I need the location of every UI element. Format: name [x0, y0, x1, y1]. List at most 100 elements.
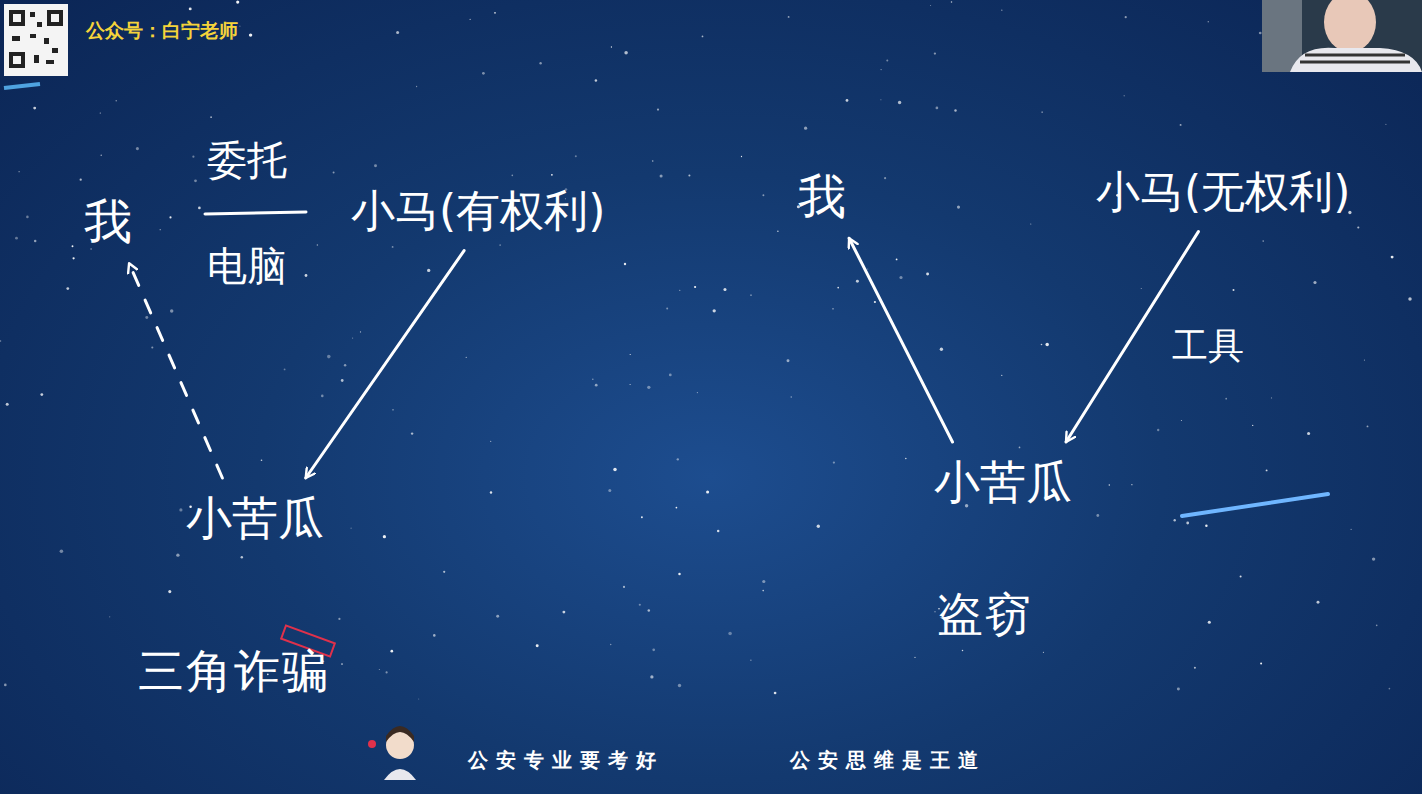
star: [338, 618, 340, 620]
star: [1131, 484, 1132, 485]
star: [641, 516, 643, 518]
star: [168, 590, 171, 593]
star: [1157, 429, 1159, 431]
star: [101, 155, 102, 156]
star: [1389, 688, 1391, 690]
star: [1109, 484, 1111, 486]
star: [249, 33, 252, 36]
star: [954, 109, 956, 111]
star: [688, 174, 690, 176]
star: [466, 357, 467, 358]
pen-stroke: [1182, 494, 1328, 516]
corner-stroke: [4, 84, 40, 88]
star: [611, 46, 612, 47]
star: [930, 5, 931, 6]
star: [837, 287, 839, 289]
star: [741, 156, 742, 157]
star: [762, 194, 764, 196]
star: [72, 245, 74, 247]
star: [352, 338, 353, 339]
star: [880, 69, 881, 70]
star: [482, 72, 485, 75]
star: [511, 175, 513, 177]
star: [886, 59, 888, 61]
star: [630, 384, 631, 385]
webcam-stripes: [1300, 55, 1410, 62]
star: [490, 491, 492, 493]
star: [494, 12, 496, 14]
star: [1001, 10, 1002, 11]
star: [536, 644, 539, 647]
star: [198, 207, 201, 210]
star: [72, 257, 74, 259]
star: [1252, 425, 1253, 426]
star: [702, 36, 704, 38]
star: [624, 263, 626, 265]
star: [396, 31, 399, 34]
star: [1357, 226, 1359, 228]
star: [1208, 21, 1209, 22]
star: [321, 395, 324, 398]
star: [936, 107, 939, 110]
star: [1260, 663, 1262, 665]
star: [443, 571, 445, 573]
node-text: 小苦瓜: [186, 492, 324, 545]
star: [623, 586, 625, 588]
relation-label: 委托: [207, 133, 287, 188]
star: [1041, 344, 1043, 346]
star: [1307, 432, 1310, 435]
star: [392, 246, 394, 248]
node-text: 小马(无权利): [1096, 167, 1350, 218]
star: [706, 490, 709, 493]
star: [639, 604, 641, 606]
crime-name: 盗窃: [937, 584, 1033, 646]
star: [116, 100, 117, 101]
star: [562, 611, 565, 614]
star: [109, 616, 110, 617]
star: [360, 331, 361, 332]
star: [490, 441, 491, 442]
star: [236, 1, 239, 4]
solid-arrow: [306, 251, 464, 478]
star: [374, 164, 377, 167]
star: [390, 650, 393, 653]
star: [0, 340, 1, 342]
star: [239, 26, 240, 27]
star: [1043, 652, 1044, 653]
star: [874, 301, 876, 303]
star: [934, 611, 936, 613]
star: [1259, 32, 1262, 35]
star: [1177, 688, 1180, 691]
star: [1262, 240, 1264, 242]
star: [914, 657, 915, 658]
star: [788, 16, 790, 18]
node-text: 我: [798, 169, 846, 224]
star: [650, 675, 653, 678]
star: [411, 432, 413, 434]
star: [333, 171, 335, 173]
star: [392, 409, 393, 410]
star: [951, 1, 953, 3]
star: [791, 396, 792, 397]
star: [284, 368, 286, 370]
star: [192, 156, 194, 158]
star: [1180, 124, 1182, 126]
star: [774, 692, 777, 695]
star: [341, 379, 344, 382]
star: [66, 287, 69, 290]
star: [80, 179, 82, 181]
star: [18, 171, 19, 172]
star: [350, 528, 351, 529]
star: [327, 355, 331, 359]
star: [697, 392, 698, 393]
star: [34, 240, 37, 243]
star: [1141, 288, 1142, 289]
star: [317, 244, 319, 246]
star: [957, 206, 960, 209]
star: [341, 663, 343, 665]
star: [1372, 557, 1375, 560]
star: [1391, 256, 1394, 259]
star: [344, 364, 346, 366]
star: [652, 160, 654, 162]
star: [762, 590, 764, 592]
